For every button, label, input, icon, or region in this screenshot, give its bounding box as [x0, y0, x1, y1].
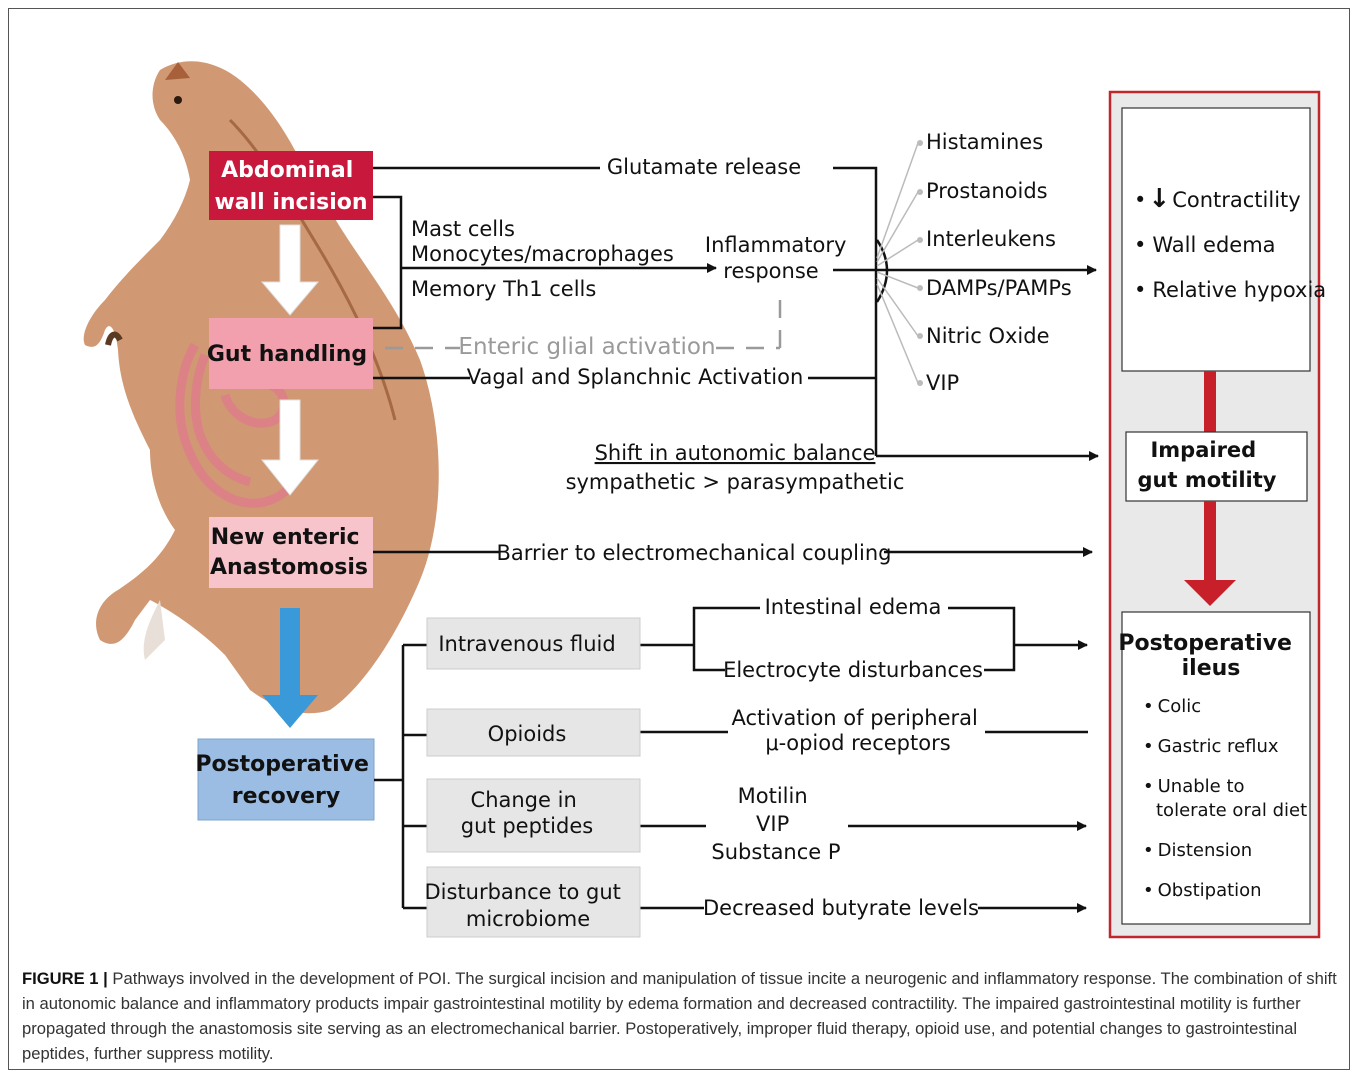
- vagal-label: Vagal and Splanchnic Activation: [467, 365, 804, 389]
- recovery-label: Postoperative recovery: [195, 752, 376, 809]
- blue-down-arrow: [262, 608, 318, 728]
- red-connector-1: [1204, 371, 1216, 433]
- mediator-fan: [876, 142, 919, 384]
- electrocyte-label: Electrocyte disturbances: [723, 658, 983, 682]
- glial-label: Enteric glial activation: [458, 334, 715, 360]
- shift-sub: sympathetic > parasympathetic: [566, 470, 905, 494]
- poi-pathway-diagram: Abdominal wall incision Gut handling New…: [83, 61, 1326, 939]
- ileus-signs: •Colic •Gastric reflux •Unable to tolera…: [1143, 696, 1307, 901]
- incision-label: Abdominal wall incision: [214, 158, 367, 215]
- red-down-arrow: [1184, 501, 1236, 606]
- anastomosis-label: New enteric Anastomosis: [210, 525, 368, 580]
- shift-title: Shift in autonomic balance: [595, 441, 876, 465]
- mediator-nitric-oxide: Nitric Oxide: [926, 324, 1050, 348]
- effect-wall-edema: •Wall edema: [1134, 233, 1276, 257]
- peptides-label: Motilin VIP Substance P: [711, 784, 840, 864]
- incision-box: [209, 151, 373, 220]
- sign-distension: •Distension: [1143, 840, 1252, 861]
- recovery-box: [197, 738, 375, 821]
- iv-fluid-label: Intravenous fluid: [438, 632, 615, 656]
- impaired-box: [1125, 431, 1308, 502]
- mediator-vip: VIP: [926, 371, 959, 395]
- mediator-prostanoids: Prostanoids: [926, 179, 1048, 203]
- iv-fluid-box: [426, 617, 641, 670]
- mediator-damps: DAMPs/PAMPs: [926, 276, 1072, 300]
- sign-unable-to: •Unable to: [1143, 776, 1245, 797]
- microbiome-label: Disturbance to gut microbiome: [424, 880, 627, 931]
- mediator-histamines: Histamines: [926, 130, 1043, 154]
- ileus-box: [1121, 611, 1311, 925]
- caption-label: FIGURE 1 |: [22, 969, 108, 988]
- gut-peptides-label: Change in gut peptides: [461, 788, 593, 838]
- ileus-title: Postoperative ileus: [1118, 631, 1299, 681]
- anastomosis-box: [209, 517, 373, 588]
- sign-obstipation: •Obstipation: [1143, 880, 1262, 901]
- impaired-label: Impaired gut motility: [1137, 438, 1276, 492]
- sign-tolerate-oral-diet: tolerate oral diet: [1156, 800, 1307, 821]
- barrier-label: Barrier to electromechanical coupling: [497, 541, 892, 565]
- opioids-label: Opioids: [488, 722, 567, 746]
- butyrate-label: Decreased butyrate levels: [703, 896, 979, 920]
- gut-peptides-box: [426, 778, 641, 853]
- connector-lines: [373, 166, 1099, 913]
- caption-text: Pathways involved in the development of …: [22, 969, 1337, 1063]
- opioids-box: [426, 708, 641, 757]
- inflammatory-label: Inflammatory response: [705, 233, 853, 283]
- down-arrow-1: [260, 224, 320, 316]
- glutamate-label: Glutamate release: [607, 155, 801, 179]
- sign-colic: •Colic: [1143, 696, 1201, 717]
- microbiome-box: [426, 866, 641, 938]
- gut-handling-box: [209, 318, 373, 389]
- opioid-receptors-label: Activation of peripheral μ-opiod recepto…: [731, 706, 984, 755]
- edema-label: Intestinal edema: [765, 595, 942, 619]
- effect-relative-hypoxia: •Relative hypoxia: [1134, 278, 1326, 302]
- figure-caption: FIGURE 1 | Pathways involved in the deve…: [22, 966, 1338, 1066]
- glial-dashed-line: [385, 300, 782, 350]
- mediator-dots: [917, 140, 923, 386]
- cells-label: Mast cells Monocytes/macrophages Memory …: [411, 217, 681, 301]
- sign-gastric-reflux: •Gastric reflux: [1143, 736, 1279, 757]
- gut-handling-label: Gut handling: [207, 342, 367, 367]
- effect-contractility: •↓Contractility: [1134, 184, 1301, 214]
- figure-frame: [8, 8, 1350, 1070]
- down-arrow-2: [260, 399, 320, 496]
- mediator-interleukens: Interleukens: [926, 227, 1056, 251]
- mediator-labels: Histamines Prostanoids Interleukens DAMP…: [926, 130, 1072, 395]
